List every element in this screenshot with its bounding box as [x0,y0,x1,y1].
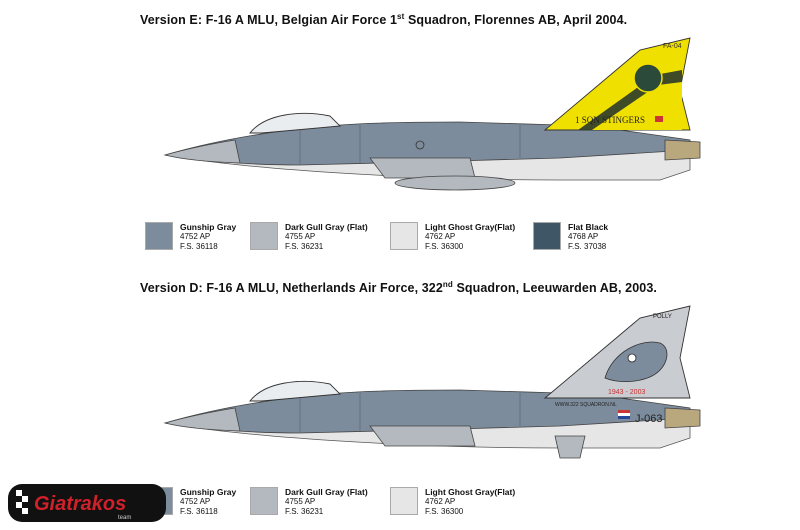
jet-d-ventral-fin [554,435,586,459]
logo-brand-text: Giatrakos [34,493,126,515]
swatch-dark-gull-gray: Dark Gull Gray (Flat) 4755 AP F.S. 36231 [250,487,368,517]
swatch-chip [390,487,418,515]
jet-d-tail-top-text: POLLY [653,314,672,320]
jet-e-roundel [415,140,425,150]
swatch-chip [533,222,561,250]
swatch-label: Dark Gull Gray (Flat) 4755 AP F.S. 36231 [285,487,368,516]
jet-d-flag-red [618,410,630,413]
jet-e-squadron-badge [633,63,663,93]
swatch-chip [390,222,418,250]
version-d-title-sup: nd [442,280,453,289]
jet-e-tail-text: 1 SQN STINGERS [575,115,645,125]
version-d-title: Version D: F-16 A MLU, Netherlands Air F… [140,280,657,295]
swatch-label: Light Ghost Gray(Flat) 4762 AP F.S. 3630… [425,487,516,516]
version-e-title-sup: st [397,12,405,21]
jet-d-fuselage-url: WWW.322 SQUADRON.NL [555,402,617,408]
jet-d-flag-blue [618,416,630,419]
checkered-flag-icon [16,490,28,514]
jet-d-flag-white [618,413,630,416]
version-d-title-post: Squadron, Leeuwarden AB, 2003. [452,281,657,296]
version-e-title-post: Squadron, Florennes AB, April 2004. [404,13,628,28]
logo-background [8,484,166,522]
jet-d-exhaust [664,407,701,429]
version-d-color-chart: Gunship Gray 4752 AP F.S. 36118 Dark Gul… [145,487,705,527]
swatch-label: Gunship Gray 4752 AP F.S. 36118 [180,487,237,516]
version-e-title: Version E: F-16 A MLU, Belgian Air Force… [140,12,627,27]
jet-illustration-version-d: POLLY 1943 - 2003 WWW.322 SQUADRON.NL J-… [163,305,701,459]
jet-e-flag-marker [655,116,663,122]
jet-e-nose [163,139,241,164]
swatch-flat-black: Flat Black 4768 AP F.S. 37038 [533,222,608,252]
jet-d-nose [163,407,241,432]
jet-illustration-version-e: FA-04 1 SQN STINGERS [163,37,701,191]
jet-d-intake [369,425,476,447]
jet-e-exhaust [664,139,701,161]
swatch-dark-gull-gray: Dark Gull Gray (Flat) 4755 AP F.S. 36231 [250,222,368,252]
jet-d-tail-years: 1943 - 2003 [608,389,645,396]
swatch-label: Dark Gull Gray (Flat) 4755 AP F.S. 36231 [285,222,368,251]
version-e-title-text: Version E: F-16 A MLU, Belgian Air Force… [140,13,398,28]
swatch-label: Light Ghost Gray(Flat) 4762 AP F.S. 3630… [425,222,516,251]
swatch-chip [250,487,278,515]
jet-e-intake [369,157,476,179]
version-d-title-text: Version D: F-16 A MLU, Netherlands Air F… [140,281,443,296]
jet-d-serial: J-063 [635,413,663,425]
swatch-gunship-gray: Gunship Gray 4752 AP F.S. 36118 [145,222,236,252]
swatch-label: Gunship Gray 4752 AP F.S. 36118 [180,222,237,251]
jet-d-canopy [249,380,341,402]
version-e-color-chart: Gunship Gray 4752 AP F.S. 36118 Dark Gul… [145,222,705,262]
jet-d-eagle-eye [627,353,637,363]
jet-e-fuel-tank [394,175,516,191]
logo-tagline: team [118,515,131,521]
swatch-light-ghost-gray: Light Ghost Gray(Flat) 4762 AP F.S. 3630… [390,487,515,517]
swatch-chip [145,222,173,250]
swatch-light-ghost-gray: Light Ghost Gray(Flat) 4762 AP F.S. 3630… [390,222,515,252]
jet-d-eagle-emblem [604,341,668,382]
jet-e-canopy [249,112,341,134]
jet-e-tail-code: FA-04 [663,43,682,50]
swatch-label: Flat Black 4768 AP F.S. 37038 [568,222,609,251]
giatrakos-logo: Giatrakos team [8,484,166,522]
swatch-chip [250,222,278,250]
